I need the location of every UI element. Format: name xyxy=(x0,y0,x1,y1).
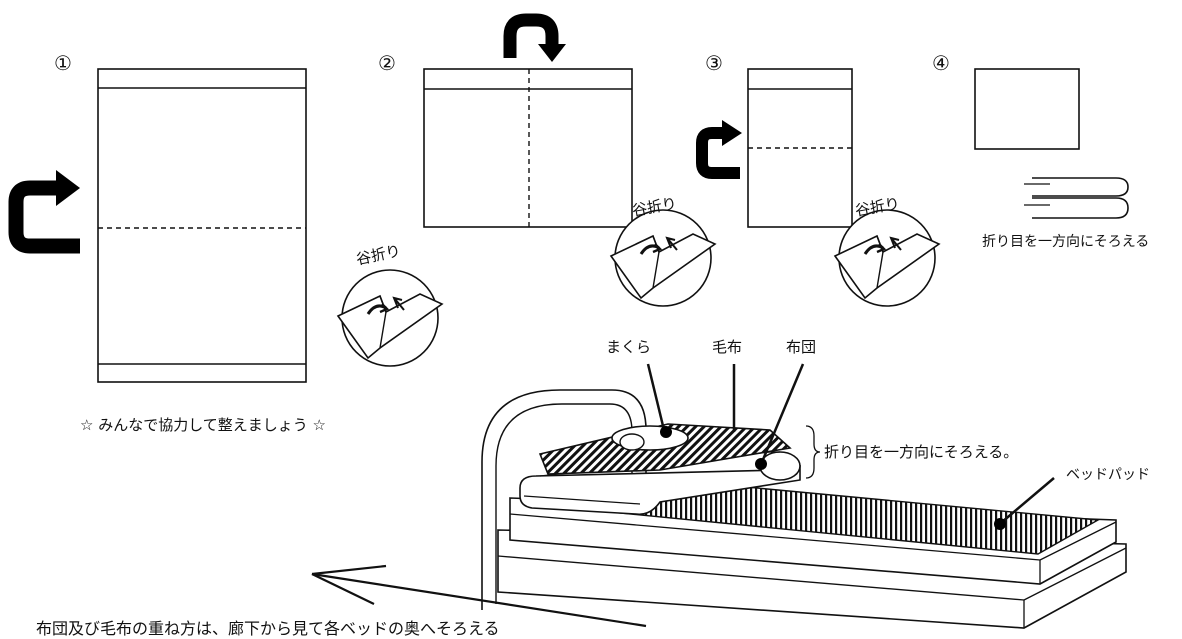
bottom-note: 布団及び毛布の重ね方は、廊下から見て各ベッドの奥へそろえる xyxy=(36,619,500,638)
curved-arrow-icon xyxy=(696,120,742,179)
curved-arrow-icon xyxy=(8,170,80,254)
step4-sheet xyxy=(974,68,1080,150)
valley-fold-icon xyxy=(336,268,444,368)
align-note: 折り目を一方向にそろえる。 xyxy=(824,443,1019,461)
step3-sheet xyxy=(747,68,853,228)
step-3-number: ③ xyxy=(705,51,723,75)
step-1-number: ① xyxy=(54,51,72,75)
align-label: 折り目を一方向にそろえる xyxy=(982,234,1150,250)
step2-sheet xyxy=(423,68,633,228)
step1-sheet xyxy=(97,68,307,383)
blanket-label: 毛布 xyxy=(712,338,743,356)
step-4-number: ④ xyxy=(932,51,950,75)
left-arrow-icon xyxy=(311,564,647,628)
pillow-label: まくら xyxy=(606,338,652,356)
bed-illustration xyxy=(481,363,1127,629)
bedpad-label: ベッドパッド xyxy=(1066,467,1150,483)
cooperate-text: ☆ みんなで協力して整えましょう ☆ xyxy=(80,416,326,434)
step-2-number: ② xyxy=(378,51,396,75)
folded-stack-icon xyxy=(1024,177,1129,219)
curved-arrow-icon xyxy=(503,13,566,62)
futon-label: 布団 xyxy=(786,338,817,356)
